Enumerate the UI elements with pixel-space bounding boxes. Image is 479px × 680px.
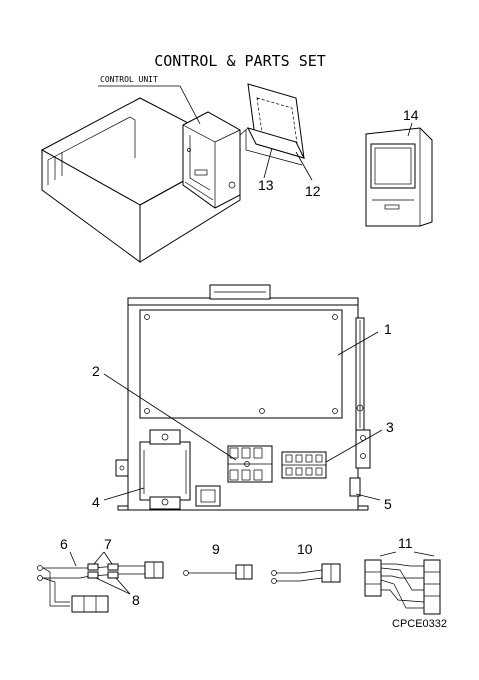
leader-8a (95, 577, 131, 595)
leader-14 (407, 122, 413, 137)
part-number-8: 8 (132, 592, 140, 608)
part-number-1: 1 (384, 321, 392, 337)
control-unit-label: CONTROL UNIT (100, 75, 158, 84)
wire-harness-6-drawing (37, 561, 164, 613)
diagram-title: CONTROL & PARTS SET (154, 52, 326, 70)
leader-11a (379, 551, 397, 557)
leader-2 (103, 373, 237, 461)
part-number-12: 12 (305, 183, 321, 199)
indoor-unit-drawing (40, 97, 242, 263)
leader-7a (93, 551, 105, 565)
leader-4 (103, 487, 145, 501)
leader-1 (337, 331, 379, 356)
part-number-2: 2 (92, 363, 100, 379)
part-number-13: 13 (258, 177, 274, 193)
remote-controller-drawing (365, 127, 433, 227)
leader-7b (103, 551, 113, 565)
part-number-7: 7 (104, 536, 112, 552)
leader-12 (295, 151, 313, 181)
part-number-6: 6 (60, 536, 68, 552)
leader-8b (115, 577, 131, 595)
part-number-14: 14 (403, 107, 419, 123)
leader-11b (413, 551, 435, 557)
part-number-4: 4 (92, 494, 100, 510)
part-number-9: 9 (212, 541, 220, 557)
part-number-10: 10 (297, 541, 313, 557)
wire-9-drawing (183, 564, 253, 580)
control-box-drawing (115, 284, 371, 511)
leader-3 (325, 429, 383, 463)
part-number-3: 3 (386, 419, 394, 435)
leader-6 (69, 551, 77, 567)
part-number-5: 5 (384, 496, 392, 512)
drawing-code: CPCE0332 (392, 618, 447, 630)
cover-plate-drawing (239, 83, 305, 166)
harness-11-drawing (364, 559, 441, 615)
leader-5 (355, 493, 381, 501)
wire-10-drawing (271, 563, 341, 584)
control-unit-leader (98, 85, 201, 125)
part-number-11: 11 (398, 535, 413, 551)
leader-13 (263, 147, 273, 179)
